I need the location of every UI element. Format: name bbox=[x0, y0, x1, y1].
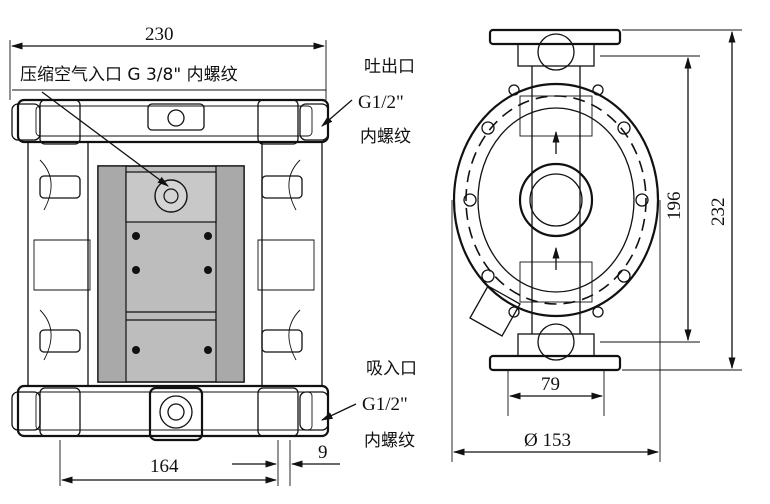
dim-text-9: 9 bbox=[318, 442, 328, 463]
front-view bbox=[11, 98, 330, 442]
air-inlet-callout: 压缩空气入口 G 3/8" 内螺纹 bbox=[12, 65, 326, 187]
dim-port-spacing: 164 9 bbox=[59, 440, 340, 486]
dim-overall-height: 232 bbox=[622, 29, 742, 371]
inlet-size: G1/2" bbox=[362, 394, 408, 415]
dim-text-230: 230 bbox=[145, 24, 174, 45]
dim-text-79: 79 bbox=[541, 374, 560, 395]
dim-text-164: 164 bbox=[150, 456, 179, 477]
air-inlet-label: 压缩空气入口 G 3/8" 内螺纹 bbox=[20, 65, 238, 85]
side-view bbox=[452, 28, 660, 372]
outlet-callout: 吐出口 G1/2" 内螺纹 bbox=[321, 57, 415, 147]
dim-body-diameter: Ø 153 bbox=[451, 200, 661, 462]
inlet-callout: 吸入口 G1/2" 内螺纹 bbox=[320, 359, 417, 451]
dim-text-153: Ø 153 bbox=[524, 430, 571, 451]
inlet-thread: 内螺纹 bbox=[364, 431, 415, 451]
outlet-thread: 内螺纹 bbox=[360, 127, 411, 147]
dim-overall-width: 230 bbox=[9, 24, 327, 100]
outlet-size: G1/2" bbox=[358, 92, 404, 113]
inlet-title: 吸入口 bbox=[366, 359, 417, 379]
dim-flange-width: 79 bbox=[507, 370, 605, 416]
dim-text-232: 232 bbox=[708, 198, 729, 227]
dim-text-196: 196 bbox=[664, 192, 685, 221]
outlet-title: 吐出口 bbox=[364, 57, 415, 77]
dim-port-height: 196 bbox=[600, 55, 700, 343]
